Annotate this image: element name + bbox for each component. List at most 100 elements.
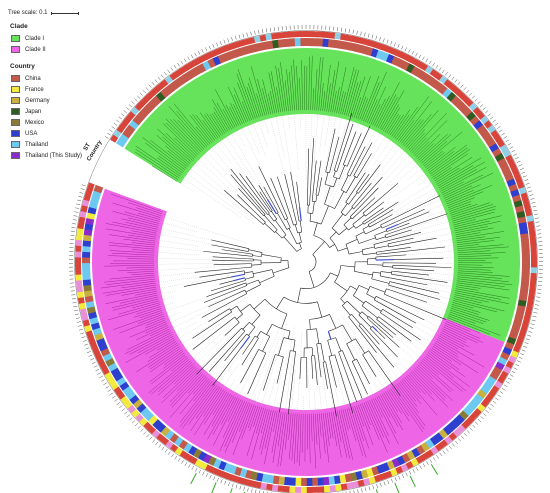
tree-branch: [348, 316, 361, 333]
guide-line: [164, 285, 239, 313]
tree-branch: [352, 207, 365, 220]
leaf-label-mark: [262, 79, 272, 115]
leaf-label-mark: [165, 132, 195, 160]
outer-label-mark: [119, 405, 123, 409]
guide-line: [393, 323, 429, 349]
outer-label-mark: [107, 389, 112, 392]
tree-tip-branch: [219, 280, 234, 285]
guide-line: [316, 361, 322, 412]
outer-label-mark: [490, 403, 494, 407]
outer-label-mark: [376, 484, 378, 488]
st-ring-segment: [530, 267, 537, 274]
outer-label-mark: [191, 466, 194, 470]
tree-branch: [338, 227, 348, 235]
leaf-label-mark: [427, 150, 455, 172]
country-ring-segment: [136, 402, 147, 413]
country-ring-segment: [486, 375, 497, 386]
tree-branch: [334, 354, 340, 371]
tree-branch: [334, 191, 345, 209]
tree-branch: [315, 175, 320, 195]
outer-label-mark: [86, 351, 91, 354]
st-ring-segment: [300, 31, 307, 38]
guide-line: [184, 303, 249, 350]
outer-label-mark: [439, 452, 443, 457]
tree-arc: [310, 221, 322, 225]
st-ring-segment: [317, 31, 325, 38]
country-ring-segment: [202, 453, 212, 464]
leaf-label-mark: [120, 294, 158, 304]
tree-arc: [264, 298, 288, 315]
st-ring-segment: [523, 312, 532, 321]
tree-tip-branch: [221, 249, 246, 254]
tree-branch: [283, 236, 297, 252]
leaf-label-mark: [131, 242, 155, 246]
country-ring-segment: [492, 366, 503, 376]
leaf-label-mark: [330, 411, 338, 447]
tree-tip-branch: [402, 213, 448, 230]
st-ring-segment: [75, 245, 82, 252]
tree-tip-branch: [212, 256, 248, 260]
outer-label-mark: [393, 42, 396, 47]
leaf-label-mark: [108, 255, 155, 258]
leaf-label-mark: [136, 344, 179, 373]
country-ring-segment: [136, 111, 147, 122]
guide-line: [371, 142, 397, 176]
tree-tip-branch: [398, 271, 429, 276]
outer-label-mark: [231, 483, 234, 488]
leaf-label-mark: [328, 412, 334, 439]
guide-line: [422, 318, 441, 328]
country-ring-segment: [82, 245, 91, 253]
leaf-label-mark: [195, 114, 216, 141]
leaf-label-mark: [229, 106, 240, 126]
tree-branch: [277, 212, 288, 230]
legend-item-clade-i: Clade I: [11, 33, 128, 44]
outer-label-mark: [525, 338, 530, 341]
tree-tip-branch: [206, 287, 232, 298]
outer-label-mark: [157, 76, 161, 81]
leaf-label-mark: [137, 334, 173, 354]
leaf-label-mark: [246, 86, 258, 119]
outer-label-mark: [487, 113, 491, 117]
legend-item-clade-ii: Clade II: [11, 44, 128, 55]
st-ring-segment: [76, 233, 83, 241]
country-ring-segment: [458, 410, 469, 421]
tree-branch: [320, 343, 325, 363]
tree-branch: [230, 327, 242, 340]
leaf-label-mark: [403, 378, 421, 400]
outer-label-mark: [533, 312, 538, 314]
country-ring-segment: [113, 371, 124, 382]
country-ring-segment: [462, 107, 473, 118]
leaf-label-mark: [193, 377, 208, 395]
outer-label-mark: [137, 425, 141, 430]
guide-line: [367, 221, 451, 245]
country-ring-segment: [466, 111, 477, 122]
tree-arc: [244, 289, 247, 294]
outer-label-mark: [375, 35, 378, 40]
leaf-label-mark: [195, 386, 219, 419]
outer-label-mark: [415, 52, 418, 57]
country-ring-segment: [473, 393, 484, 404]
legend-item-germany: Germany: [11, 95, 128, 106]
guide-line: [320, 360, 328, 411]
outer-label-mark: [535, 304, 540, 306]
outer-label-mark: [401, 45, 404, 50]
st-ring-segment: [225, 43, 234, 51]
leaf-label-mark: [156, 135, 191, 164]
country-ring-segment: [147, 415, 158, 426]
tree-arc: [313, 235, 330, 248]
outer-label-mark: [536, 225, 541, 227]
leaf-label-mark: [171, 373, 204, 408]
tree-branch: [378, 316, 384, 321]
country-ring-segment: [391, 56, 400, 66]
outer-label-mark: [511, 370, 516, 374]
tree-branch: [261, 202, 270, 214]
country-ring-segment: [160, 87, 171, 98]
leaf-label-mark: [455, 232, 481, 238]
leaf-label-mark: [433, 344, 479, 374]
leaf-label-mark: [351, 76, 366, 118]
tree-branch: [351, 193, 363, 208]
legend-item-usa: USA: [11, 128, 128, 139]
country-ring-segment: [442, 88, 453, 99]
tree-branch: [297, 288, 301, 303]
leaf-label-mark: [149, 326, 169, 337]
